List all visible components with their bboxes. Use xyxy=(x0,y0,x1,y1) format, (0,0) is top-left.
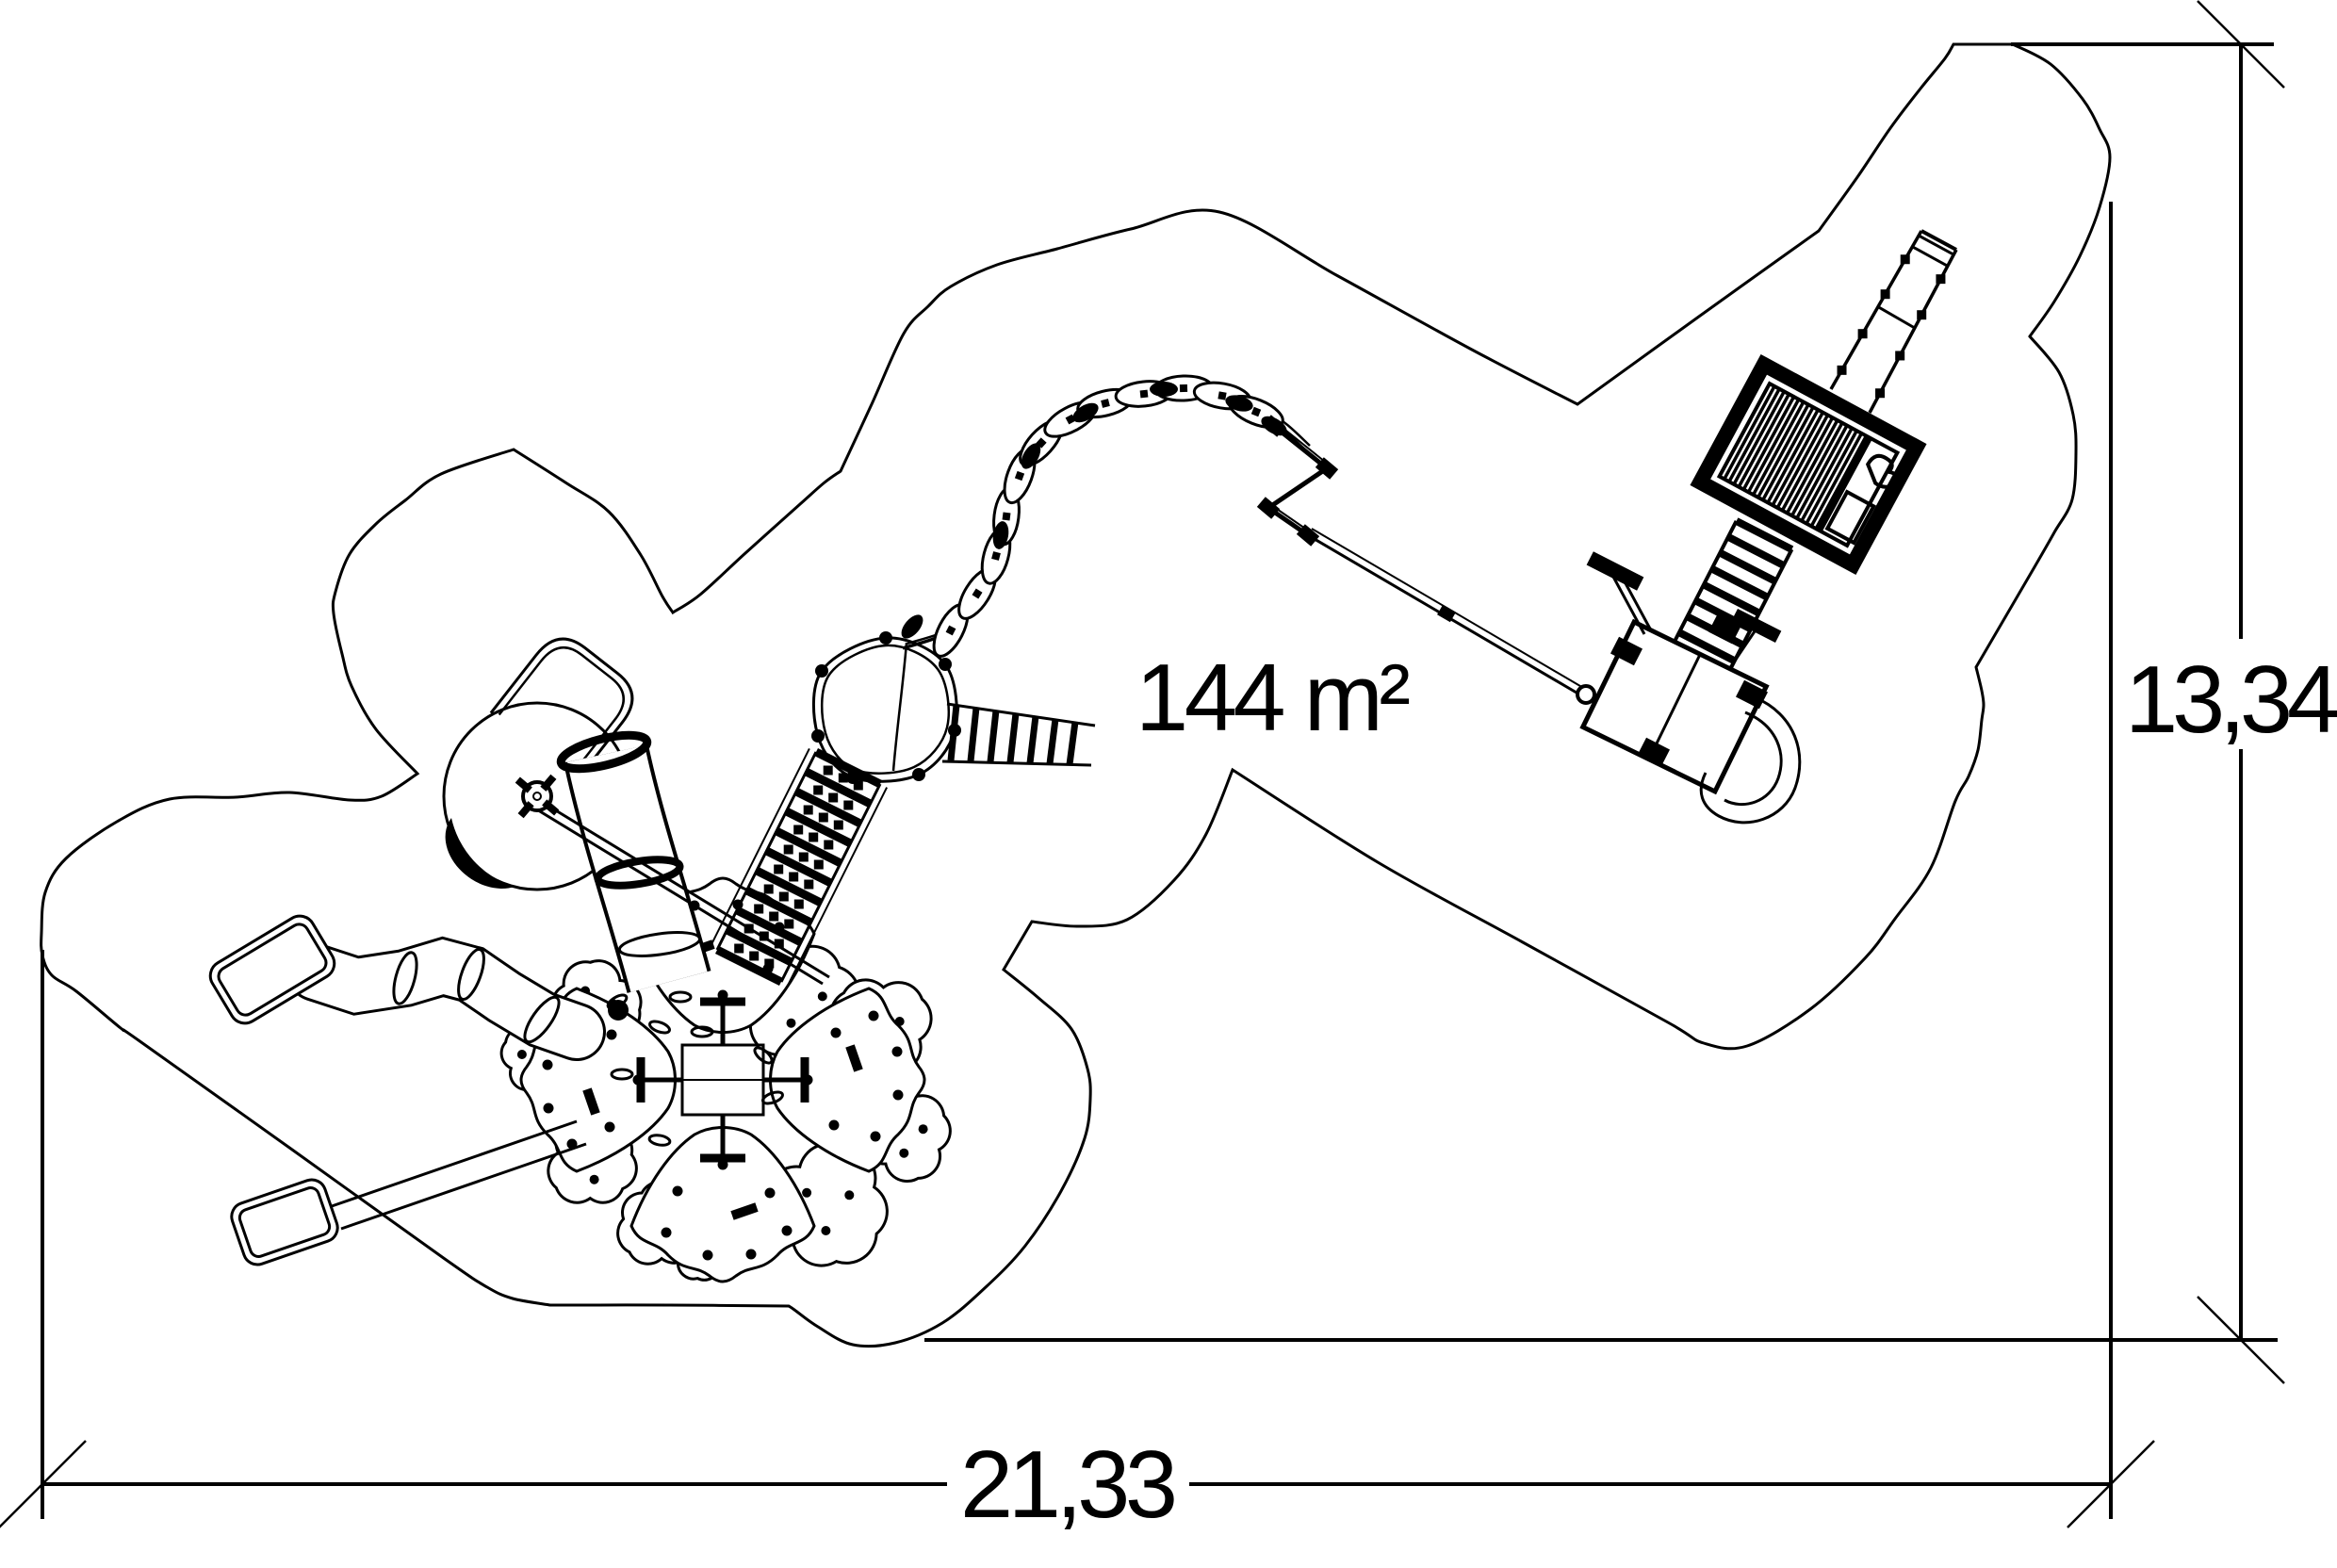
svg-text:21,33: 21,33 xyxy=(960,1432,1175,1538)
svg-text:144 m²: 144 m² xyxy=(1136,645,1409,751)
svg-text:13,34: 13,34 xyxy=(2125,647,2337,753)
